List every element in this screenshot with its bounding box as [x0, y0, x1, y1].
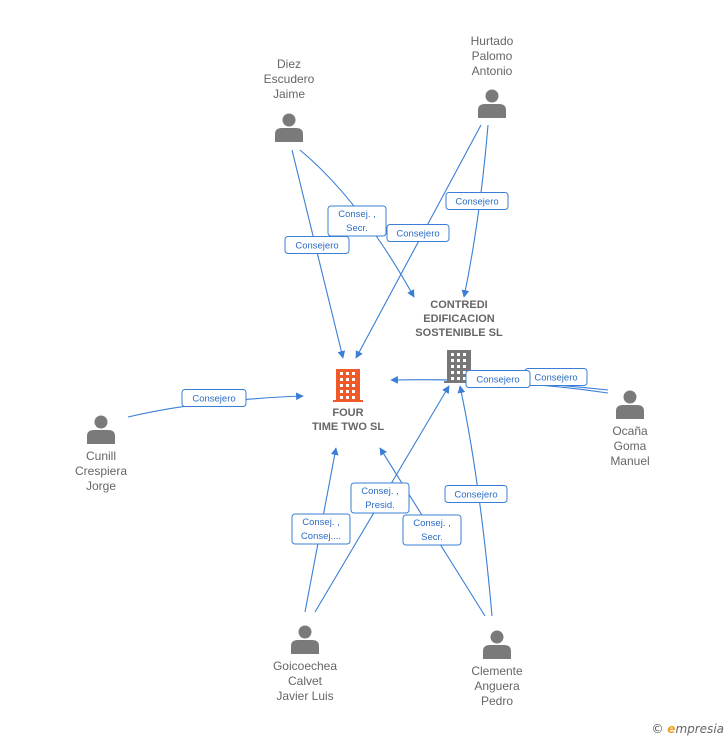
- role-badge[interactable]: Consejero: [284, 236, 350, 254]
- role-badge[interactable]: Consejero: [524, 368, 588, 386]
- brand-logo-text: mpresia: [675, 722, 724, 736]
- node-label-line: Palomo: [472, 49, 513, 63]
- node-contredi[interactable]: CONTREDI EDIFICACION SOSTENIBLE SL: [415, 299, 503, 383]
- role-badge-label: Consejero: [476, 375, 519, 386]
- node-label-line: Hurtado: [471, 34, 514, 48]
- role-badge[interactable]: Consej. , Presid.: [350, 482, 410, 514]
- person-icon: [478, 89, 506, 118]
- role-badge-label: Presid.: [365, 500, 395, 511]
- node-label-line: Goicoechea: [273, 659, 337, 673]
- node-label-line: Calvet: [288, 674, 323, 688]
- node-four[interactable]: FOUR TIME TWO SL: [312, 369, 384, 433]
- node-label-line: Anguera: [474, 679, 520, 693]
- node-label-line: Escudero: [264, 72, 315, 86]
- node-label-line: Crespiera: [75, 464, 127, 478]
- role-badge-label: Consejero: [455, 197, 498, 208]
- node-label-line: Cunill: [86, 449, 116, 463]
- node-label-line: Goma: [614, 439, 647, 453]
- node-label-line: CONTREDI: [430, 299, 487, 311]
- role-badge-label: Consejero: [295, 241, 338, 252]
- role-badge-label: Consej. ,: [413, 518, 451, 529]
- role-badge[interactable]: Consejero: [445, 192, 509, 210]
- node-label-line: Pedro: [481, 694, 513, 708]
- role-badge[interactable]: Consejero: [386, 224, 450, 242]
- building-icon: [444, 350, 474, 383]
- role-badge-label: Consejero: [534, 373, 577, 384]
- node-label-line: Clemente: [471, 664, 523, 678]
- node-label-line: Jaime: [273, 87, 305, 101]
- copyright-symbol: ©: [651, 722, 664, 736]
- node-label-line: Diez: [277, 57, 301, 71]
- edge-hurtado-contredi: [461, 124, 489, 298]
- node-label-line: SOSTENIBLE SL: [415, 327, 503, 339]
- role-badge-label: Consej....: [301, 531, 341, 542]
- role-badge-label: Secr.: [346, 223, 368, 234]
- node-label-line: Ocaña: [612, 424, 648, 438]
- building-icon: [333, 369, 363, 402]
- person-icon: [275, 113, 303, 142]
- role-badge[interactable]: Consejero: [465, 370, 531, 388]
- node-label-line: Jorge: [86, 479, 116, 493]
- role-badge[interactable]: Consejero: [444, 485, 508, 503]
- node-label-line: Manuel: [610, 454, 649, 468]
- role-badge[interactable]: Consej. , Secr.: [327, 205, 387, 237]
- role-badge[interactable]: Consej. , Secr.: [402, 514, 462, 546]
- role-badge[interactable]: Consej. , Consej....: [291, 513, 351, 545]
- role-badge-label: Consejero: [192, 394, 235, 405]
- person-icon: [87, 415, 115, 444]
- node-label-line: EDIFICACION: [423, 313, 495, 325]
- person-icon: [616, 390, 644, 419]
- role-badge-label: Consej. ,: [361, 486, 399, 497]
- role-badge-label: Consej. ,: [302, 517, 340, 528]
- role-badge-label: Secr.: [421, 532, 443, 543]
- person-icon: [291, 625, 319, 654]
- role-badge-label: Consej. ,: [338, 209, 376, 220]
- brand-logo-e: e: [667, 722, 676, 736]
- person-icon: [483, 630, 511, 659]
- brand-watermark: © empresia: [651, 722, 724, 736]
- node-label-line: TIME TWO SL: [312, 421, 384, 433]
- node-label-line: Javier Luis: [276, 689, 333, 703]
- nodes-layer: FOUR TIME TWO SL CONTREDI EDIFICACION SOSTEN…: [75, 34, 650, 708]
- role-badge-label: Consejero: [454, 490, 497, 501]
- node-label-line: FOUR: [332, 407, 363, 419]
- role-badge[interactable]: Consejero: [181, 389, 247, 407]
- node-label-line: Antonio: [472, 64, 513, 78]
- role-badge-label: Consejero: [396, 229, 439, 240]
